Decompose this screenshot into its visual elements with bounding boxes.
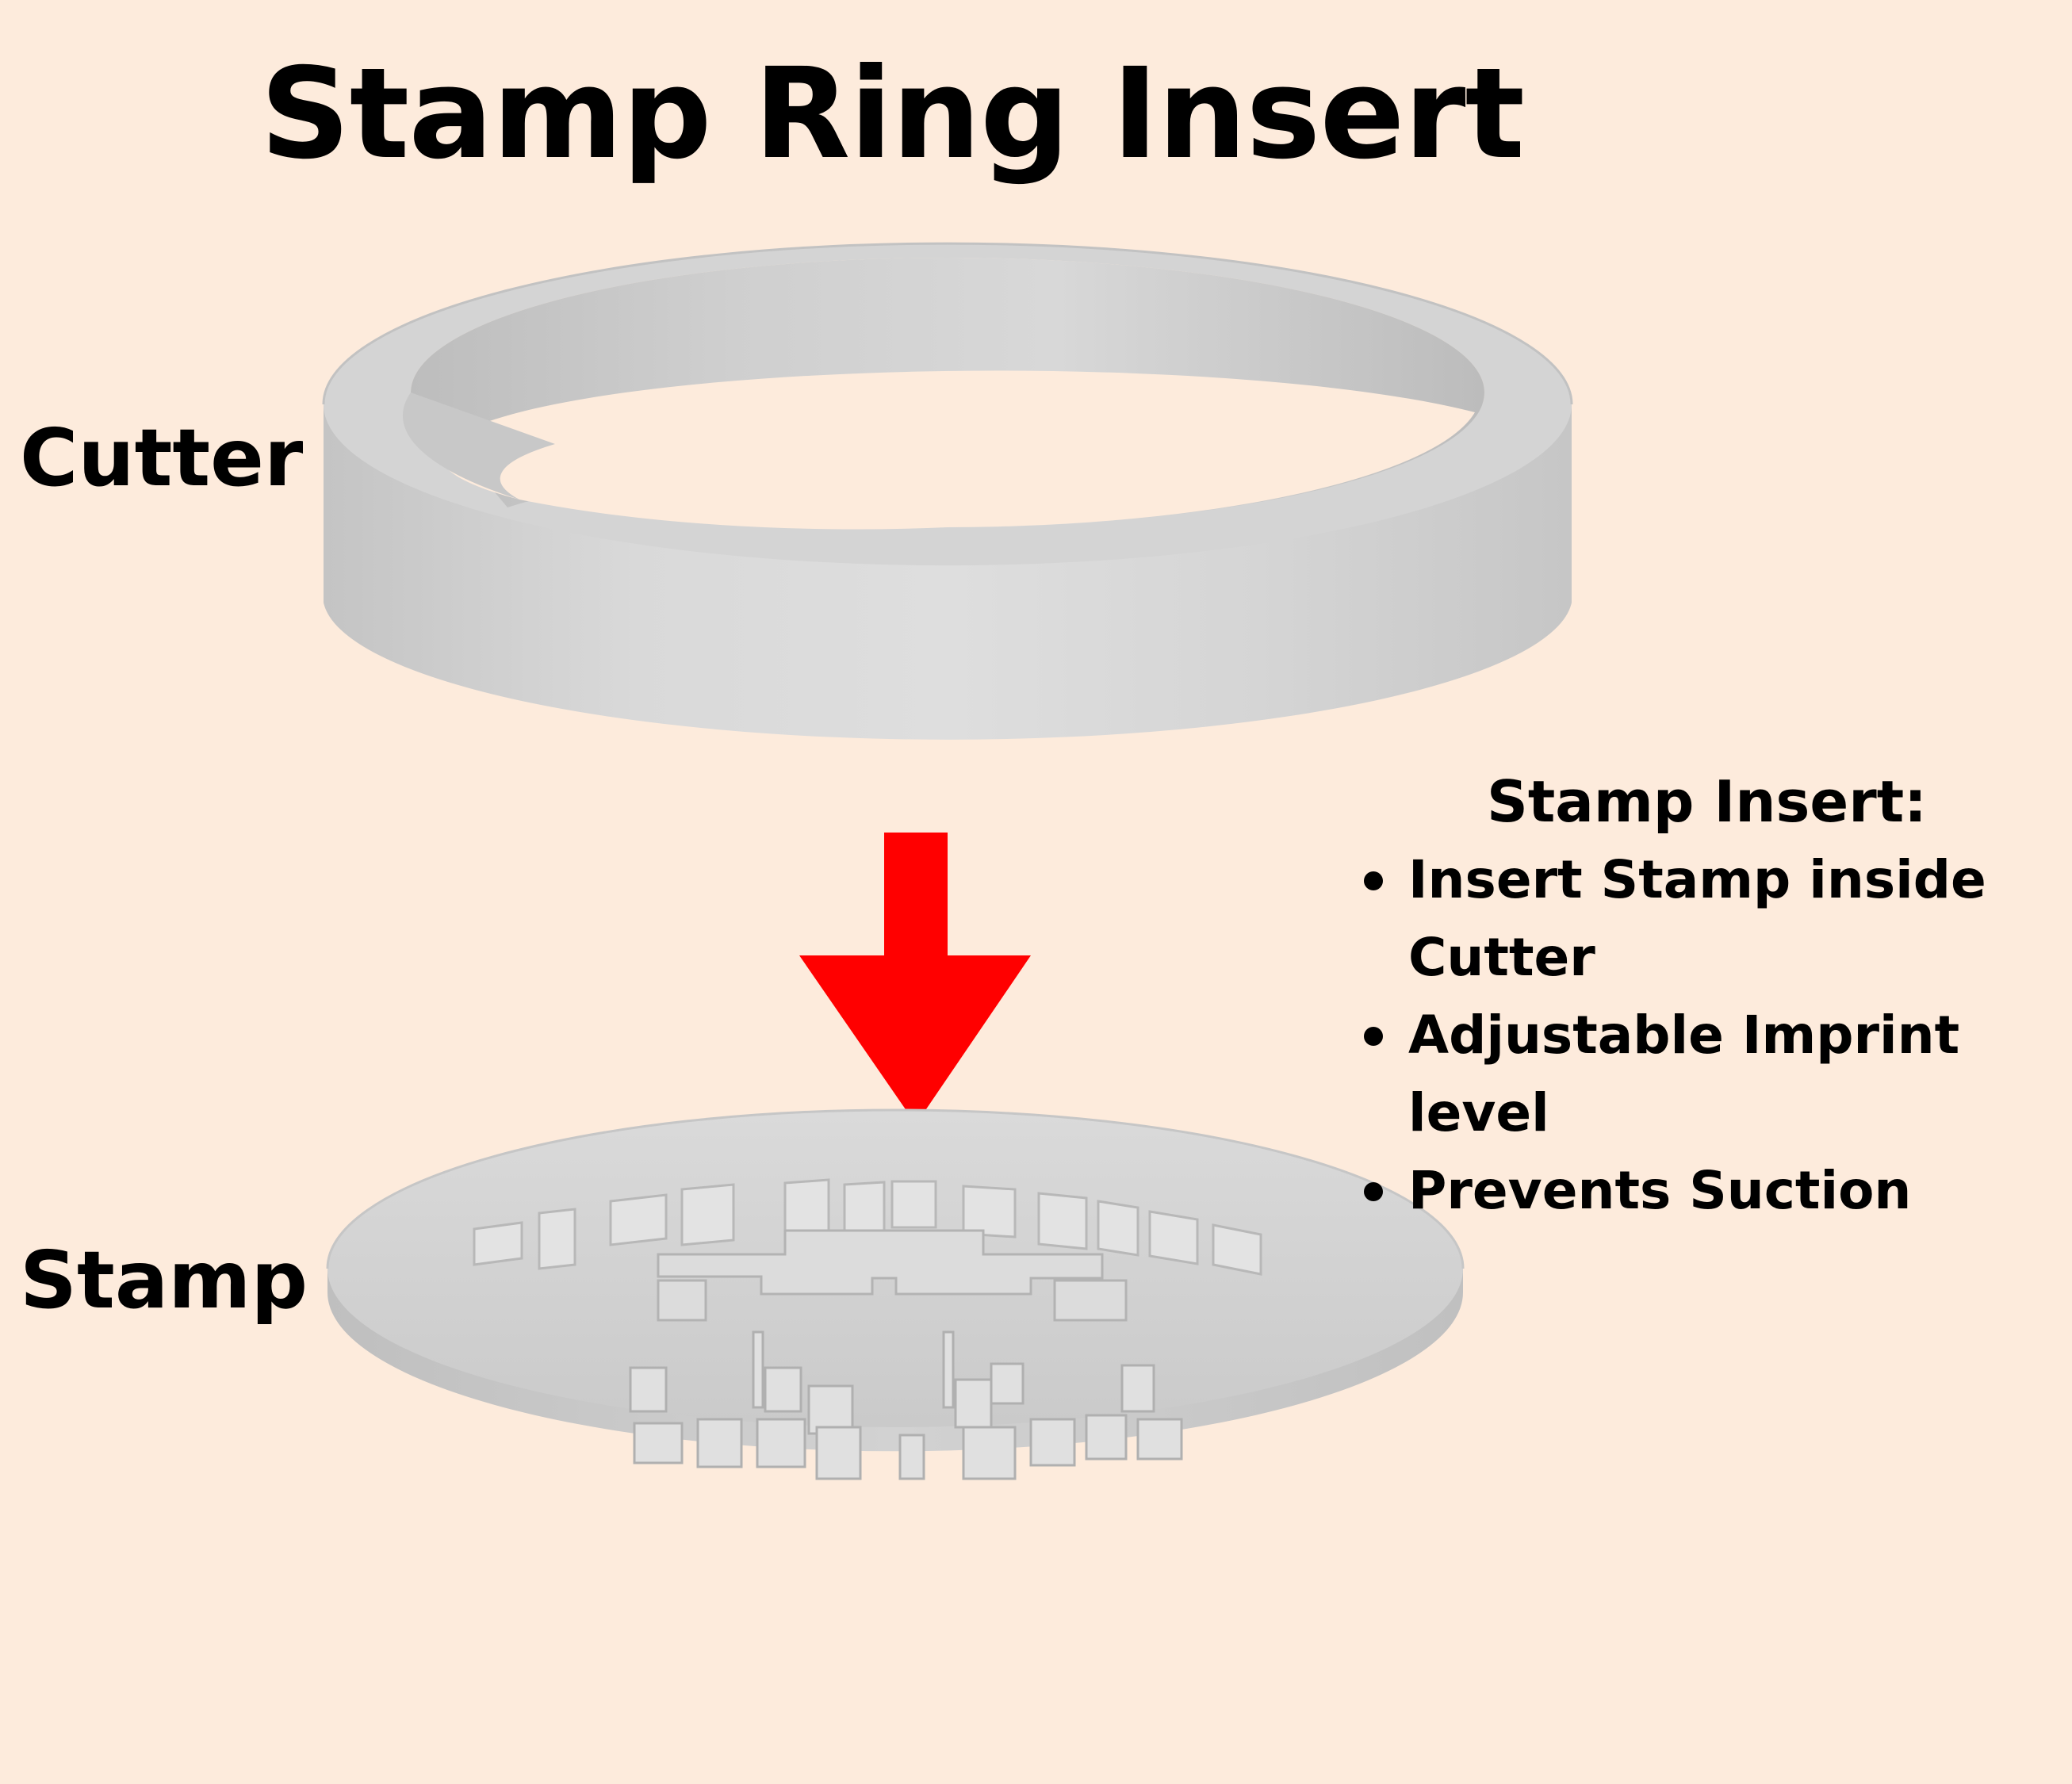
cutter-label: Cutter [20,412,304,504]
feature-list: Insert Stamp inside Cutter Adjustable Im… [1348,841,2066,1230]
feature-panel: Stamp Insert: Insert Stamp inside Cutter… [1348,765,2066,1230]
feature-item-text: Adjustable Imprint level [1408,1004,1960,1143]
bullet-icon [1364,1026,1383,1046]
feature-item-text: Insert Stamp inside Cutter [1408,848,1986,988]
page-title: Stamp Ring Insert [259,41,1525,187]
bullet-icon [1364,1181,1383,1201]
feature-item: Insert Stamp inside Cutter [1348,841,2066,997]
cutter-opening [441,370,1476,530]
feature-item: Prevents Suction [1348,1152,2066,1230]
cutter-ring-model [322,242,1573,740]
stamp-label: Stamp [20,1234,308,1327]
stamp-relief-center [657,1229,1128,1322]
stamp-relief-bottom [629,1330,1183,1480]
down-arrow-icon [799,833,1031,1124]
feature-item: Adjustable Imprint level [1348,997,2066,1152]
stamp-relief-top [473,1178,1262,1276]
stamp-disc-model [326,1108,1465,1480]
bullet-icon [1364,871,1383,890]
feature-heading: Stamp Insert: [1487,768,1927,835]
feature-item-text: Prevents Suction [1408,1159,1912,1221]
